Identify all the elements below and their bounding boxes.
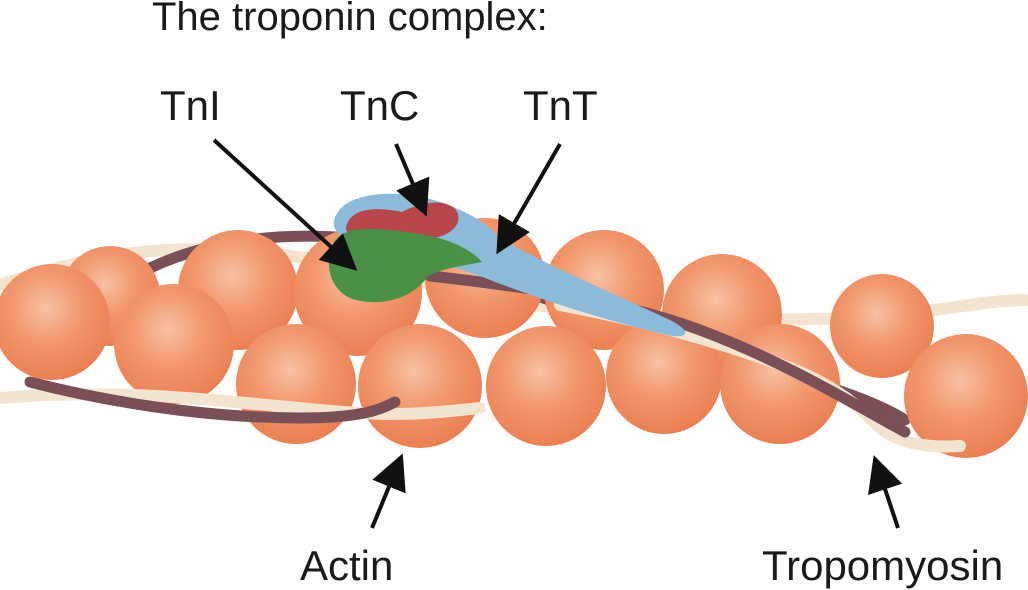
actin-bead [830,274,934,378]
tni-label: TnI [160,82,221,129]
troponin-complex [328,193,686,337]
tnt-arrow [496,143,562,255]
actin-bead [236,324,356,444]
tnt-label: TnT [523,82,598,129]
actin-bead [904,334,1028,458]
tni-arrow [212,138,358,271]
actin-bead [486,326,606,446]
tni-subunit [328,228,482,303]
tropomyosin-arrow [868,455,903,529]
actin-arrow [370,453,406,529]
tnc-arrow [394,143,430,217]
diagram-title: The troponin complex: [152,0,548,39]
actin-bead [114,284,234,404]
pointer-arrows [212,138,903,529]
actin-bead [0,264,110,380]
tnc-label: TnC [340,82,419,129]
actin-bead [358,324,482,448]
actin-bead [606,318,722,434]
tropomyosin-label: Tropomyosin [762,542,1003,589]
actin-label: Actin [300,542,393,589]
